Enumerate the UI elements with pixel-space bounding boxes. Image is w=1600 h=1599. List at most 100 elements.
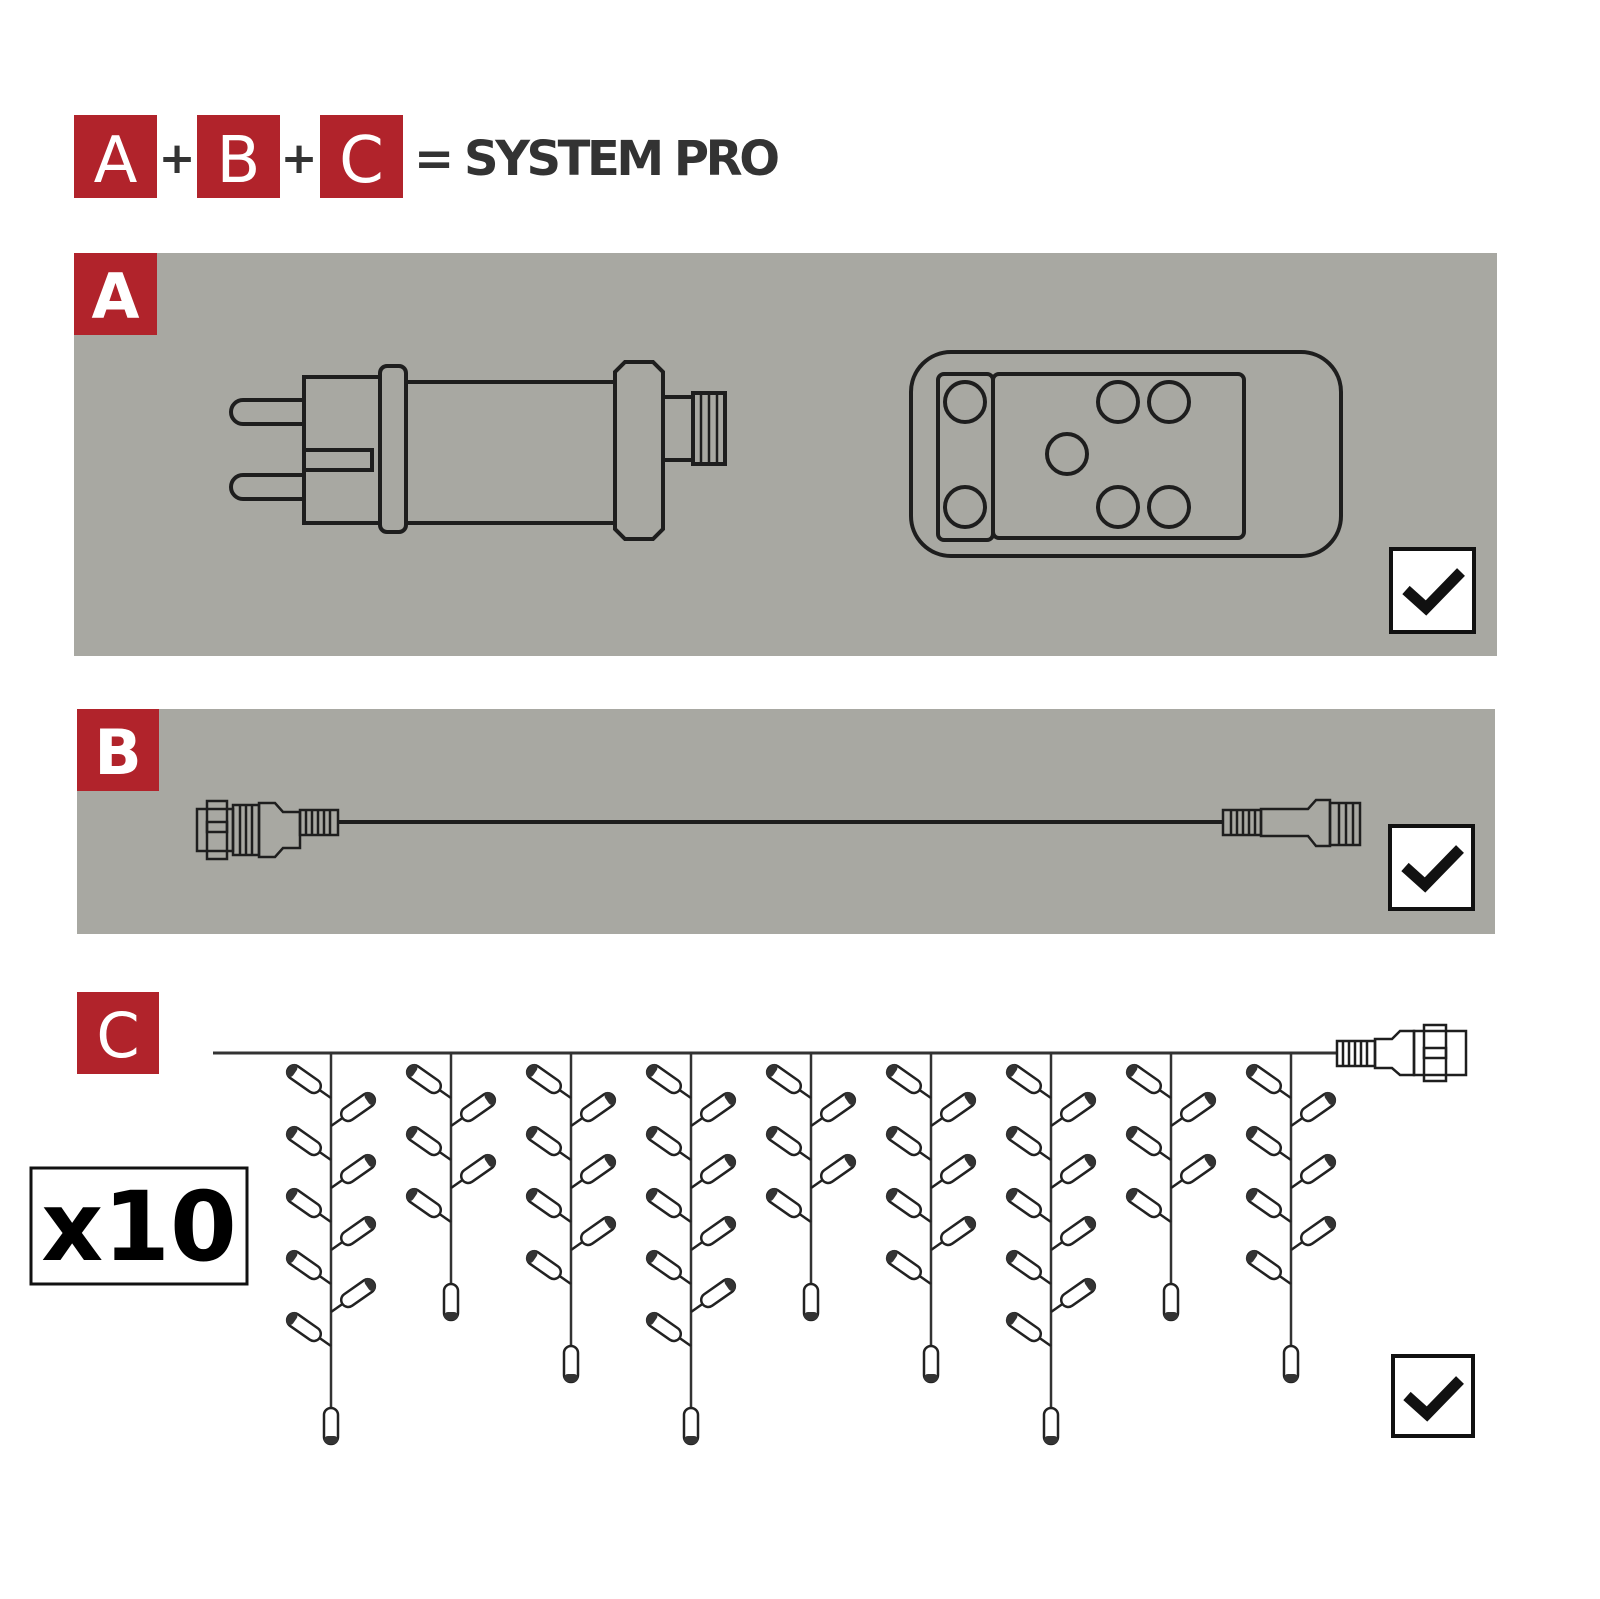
led-bulb-icon bbox=[330, 1153, 377, 1190]
led-bulb-icon bbox=[1170, 1153, 1217, 1190]
checkmark-icon bbox=[1401, 845, 1464, 893]
led-bulb-icon bbox=[285, 1249, 332, 1286]
checkmark-icon bbox=[1402, 568, 1465, 616]
panel-b: B bbox=[77, 709, 1495, 934]
led-bulb-icon bbox=[330, 1091, 377, 1128]
light-drop-long bbox=[1005, 1053, 1097, 1446]
led-bulb-icon bbox=[1005, 1249, 1052, 1286]
led-bulb-icon bbox=[525, 1063, 572, 1100]
led-bulb-icon bbox=[1170, 1091, 1217, 1128]
led-bulb-icon bbox=[525, 1187, 572, 1224]
led-bulb-icon bbox=[1005, 1125, 1052, 1162]
led-bulb-icon bbox=[570, 1091, 617, 1128]
light-drop-long bbox=[645, 1053, 737, 1446]
led-bulb-icon bbox=[1050, 1277, 1097, 1314]
part-c-badge bbox=[320, 115, 403, 198]
part-a-badge bbox=[74, 115, 157, 198]
light-drop-medium bbox=[525, 1053, 617, 1384]
led-bulb-icon bbox=[450, 1091, 497, 1128]
part-a-letter: A bbox=[94, 124, 138, 198]
led-bulb-icon bbox=[1005, 1187, 1052, 1224]
light-drop-short bbox=[405, 1053, 497, 1322]
led-bulb-icon bbox=[285, 1187, 332, 1224]
led-bulb-icon bbox=[690, 1091, 737, 1128]
checkbox-checked-a[interactable] bbox=[1389, 547, 1476, 634]
led-bulb-icon bbox=[765, 1063, 812, 1100]
led-bulb-icon bbox=[1005, 1063, 1052, 1100]
light-drop-long bbox=[285, 1053, 377, 1446]
panel-b-label: B bbox=[94, 716, 141, 789]
led-bulb-icon bbox=[525, 1125, 572, 1162]
led-bulb-icon bbox=[1125, 1187, 1172, 1224]
led-bulb-icon bbox=[1245, 1063, 1292, 1100]
plus-sign: + bbox=[281, 133, 318, 184]
led-bulb-icon bbox=[645, 1125, 692, 1162]
led-bulb-icon bbox=[930, 1153, 977, 1190]
part-b-letter: B bbox=[217, 124, 261, 198]
led-bulb-icon bbox=[285, 1125, 332, 1162]
led-bulb-icon bbox=[1050, 1215, 1097, 1252]
led-bulb-icon bbox=[570, 1153, 617, 1190]
panel-c-badge bbox=[77, 992, 159, 1074]
light-drop-medium bbox=[885, 1053, 977, 1384]
led-end-bulb-icon bbox=[1282, 1344, 1300, 1384]
led-bulb-icon bbox=[645, 1311, 692, 1348]
led-bulb-icon bbox=[1125, 1063, 1172, 1100]
led-end-bulb-icon bbox=[1042, 1406, 1060, 1446]
panel-a-badge bbox=[74, 253, 157, 335]
light-drop-medium bbox=[1245, 1053, 1337, 1384]
panel-a: A bbox=[74, 253, 1497, 656]
led-bulb-icon bbox=[405, 1125, 452, 1162]
checkmark-icon bbox=[1403, 1376, 1464, 1422]
led-bulb-icon bbox=[690, 1153, 737, 1190]
led-bulb-icon bbox=[1005, 1311, 1052, 1348]
curtain-connector-icon bbox=[1335, 1023, 1468, 1083]
checkbox-checked-b[interactable] bbox=[1388, 824, 1475, 911]
led-bulb-icon bbox=[885, 1063, 932, 1100]
led-bulb-icon bbox=[330, 1277, 377, 1314]
led-end-bulb-icon bbox=[922, 1344, 940, 1384]
remote-control-icon bbox=[909, 350, 1343, 558]
light-drop-short bbox=[1125, 1053, 1217, 1322]
led-bulb-icon bbox=[1245, 1125, 1292, 1162]
power-adapter-icon bbox=[229, 360, 727, 541]
led-bulb-icon bbox=[405, 1063, 452, 1100]
led-bulb-icon bbox=[1245, 1187, 1292, 1224]
led-bulb-icon bbox=[930, 1215, 977, 1252]
led-end-bulb-icon bbox=[802, 1282, 820, 1322]
led-bulb-icon bbox=[645, 1249, 692, 1286]
led-bulb-icon bbox=[645, 1063, 692, 1100]
extension-cable-icon bbox=[195, 798, 1362, 861]
system-pro-title: = SYSTEM PRO bbox=[414, 131, 780, 187]
led-end-bulb-icon bbox=[1162, 1282, 1180, 1322]
led-bulb-icon bbox=[885, 1249, 932, 1286]
led-bulb-icon bbox=[1290, 1091, 1337, 1128]
plus-sign: + bbox=[159, 133, 196, 184]
led-bulb-icon bbox=[885, 1125, 932, 1162]
led-bulb-icon bbox=[1125, 1125, 1172, 1162]
led-bulb-icon bbox=[1050, 1153, 1097, 1190]
led-bulb-icon bbox=[645, 1187, 692, 1224]
led-bulb-icon bbox=[570, 1215, 617, 1252]
icicle-light-curtain-icon bbox=[213, 1023, 1468, 1446]
led-bulb-icon bbox=[450, 1153, 497, 1190]
part-c-letter: C bbox=[339, 124, 384, 198]
led-bulb-icon bbox=[1245, 1249, 1292, 1286]
led-bulb-icon bbox=[525, 1249, 572, 1286]
led-bulb-icon bbox=[765, 1125, 812, 1162]
led-bulb-icon bbox=[1290, 1215, 1337, 1252]
led-bulb-icon bbox=[765, 1187, 812, 1224]
led-bulb-icon bbox=[405, 1187, 452, 1224]
panel-c: C x10 bbox=[29, 992, 1475, 1446]
quantity-box bbox=[29, 1166, 249, 1286]
checkbox-checked-c[interactable] bbox=[1391, 1354, 1475, 1438]
header-formula: A + B + C = SYSTEM PRO bbox=[74, 115, 780, 198]
led-bulb-icon bbox=[690, 1215, 737, 1252]
led-bulb-icon bbox=[690, 1277, 737, 1314]
led-bulb-icon bbox=[810, 1153, 857, 1190]
led-end-bulb-icon bbox=[442, 1282, 460, 1322]
led-end-bulb-icon bbox=[322, 1406, 340, 1446]
led-bulb-icon bbox=[810, 1091, 857, 1128]
part-b-badge bbox=[197, 115, 280, 198]
